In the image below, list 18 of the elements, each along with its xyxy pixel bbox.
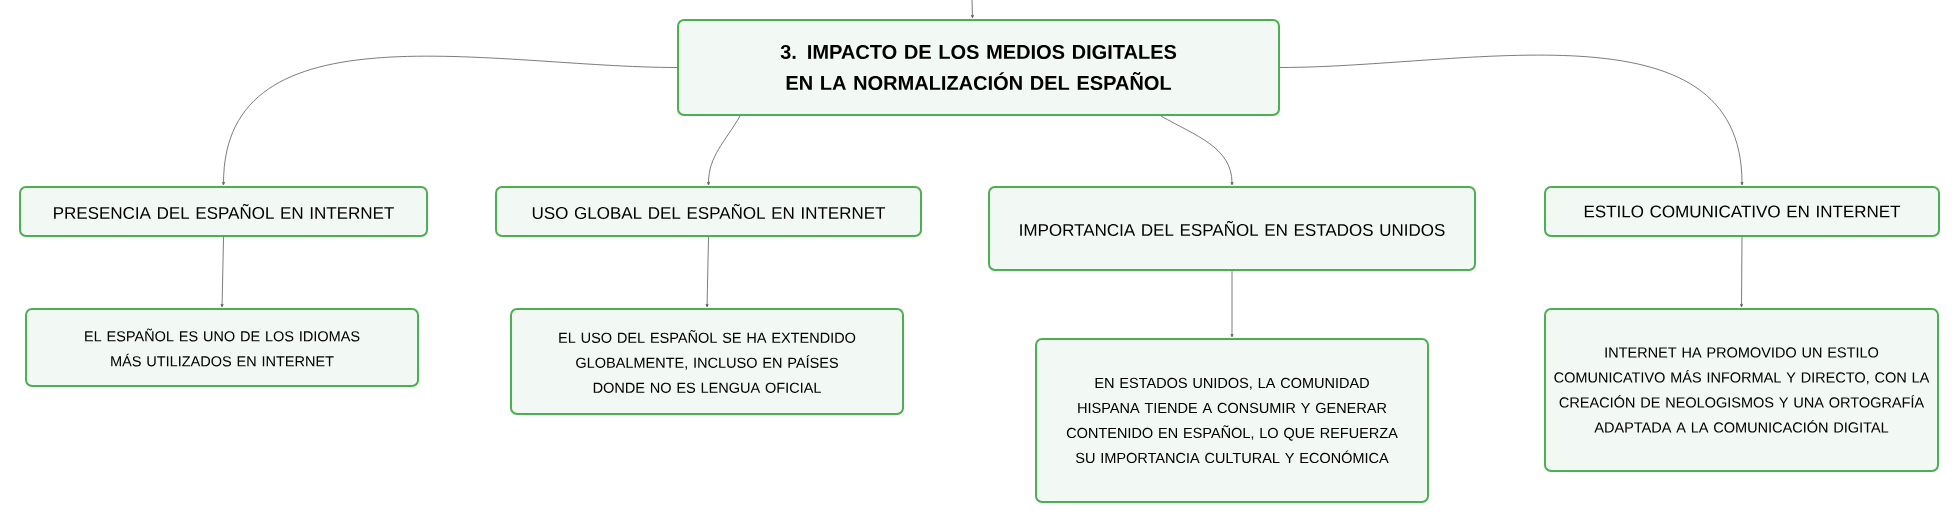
detail-box: EL USO DEL ESPAÑOL SE HA EXTENDIDO GLOBALMENTE, INCLUSO EN PAÍSES DONDE NO ES LENGUA OFICIAL (510, 308, 904, 415)
arrow (970, 0, 974, 19)
detail-box: EL ESPAÑOL ES UNO DE LOS IDIOMAS MÁS UTILIZADOS EN INTERNET (25, 308, 419, 387)
topic-box: IMPORTANCIA DEL ESPAÑOL EN ESTADOS UNIDOS (988, 186, 1476, 271)
arrow (1230, 270, 1234, 338)
detail-box: INTERNET HA PROMOVIDO UN ESTILO COMUNICATIVO MÁS INFORMAL Y DIRECTO, CON LA CREACIÓN DE NEOLOGISMOS Y UNA ORTOGRAFÍA ADAPTADA A LA COMUNICACIÓN DIGITAL (1544, 308, 1939, 472)
arrow (220, 236, 224, 308)
detail-box: EN ESTADOS UNIDOS, LA COMUNIDAD HISPANA TIENDE A CONSUMIR Y GENERAR CONTENIDO EN ESPAÑOL, LO QUE REFUERZA SU IMPORTANCIA CULTURAL Y ECONÓMICA (1035, 338, 1429, 503)
arrow (705, 236, 709, 308)
arrow (222, 55, 678, 186)
topic-box: ESTILO COMUNICATIVO EN INTERNET (1544, 186, 1940, 237)
arrow (1279, 54, 1744, 186)
arrow (707, 115, 741, 186)
topic-box: USO GLOBAL DEL ESPAÑOL EN INTERNET (495, 186, 922, 237)
title-box: 3. IMPACTO DE LOS MEDIOS DIGITALES EN LA NORMALIZACIÓN DEL ESPAÑOL (677, 19, 1280, 116)
topic-box: PRESENCIA DEL ESPAÑOL EN INTERNET (19, 186, 428, 237)
arrow (1160, 115, 1234, 186)
arrow (1740, 236, 1743, 308)
